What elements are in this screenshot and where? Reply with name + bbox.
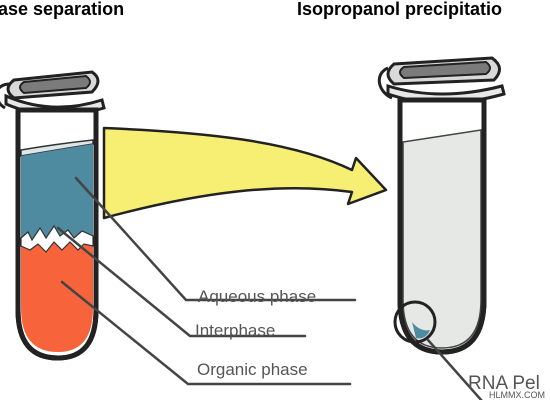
rna-pellet-label: RNA Pel bbox=[468, 373, 540, 394]
aqueous-phase-layer bbox=[21, 144, 93, 240]
right-tube bbox=[377, 56, 506, 355]
leader-lines bbox=[56, 176, 483, 400]
aqueous-phase-label: Aqueous phase bbox=[198, 287, 316, 306]
pellet-highlight-circle bbox=[393, 300, 437, 344]
interphase-label: Interphase bbox=[195, 321, 275, 340]
supernatant-layer bbox=[402, 129, 482, 349]
right-tube-cap bbox=[377, 56, 506, 105]
interphase-leader-line bbox=[56, 226, 307, 338]
left-title: ase separation bbox=[0, 0, 124, 19]
organic-leader-line bbox=[60, 280, 352, 386]
aqueous-leader-line bbox=[74, 176, 357, 302]
left-tube bbox=[0, 70, 106, 361]
interphase-layer bbox=[20, 224, 94, 253]
process-arrow bbox=[102, 126, 388, 220]
organic-phase-label: Organic phase bbox=[197, 360, 308, 379]
watermark: HLMMX.COM bbox=[489, 390, 545, 400]
rna-pellet bbox=[412, 322, 430, 339]
pellet-leader-line bbox=[426, 338, 483, 400]
right-title: Isopropanol precipitatio bbox=[297, 0, 502, 19]
organic-phase-layer bbox=[21, 240, 93, 352]
